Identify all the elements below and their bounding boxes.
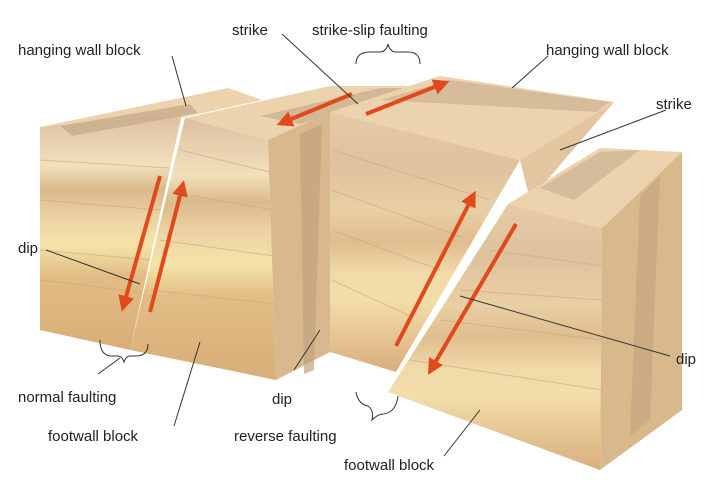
- strike-slip-left-arrow: [276, 92, 353, 127]
- footwall-right-label: footwall block: [344, 457, 435, 474]
- leader-lines: [45, 33, 671, 457]
- strike-slip-brace: [355, 43, 421, 65]
- left-footwall-side-stripe: [300, 124, 322, 374]
- left-footwall-front: [130, 118, 276, 380]
- right-footwall-side-stripe: [630, 176, 660, 436]
- right-hanging-wall-fault-face: [520, 102, 614, 200]
- reverse-fault-up-arrow: [394, 190, 476, 347]
- footwall-left-label: footwall block: [48, 428, 139, 445]
- hanging-wall-left-label: hanging wall block: [18, 42, 141, 59]
- strike-slip-right-arrow: [365, 79, 450, 116]
- strike-right-label: strike: [656, 96, 692, 113]
- dip-left-label: dip: [18, 240, 38, 257]
- left-hanging-wall-front: [40, 114, 182, 350]
- normal-fault-down-arrow: [118, 175, 162, 312]
- reverse-faulting-label: reverse faulting: [234, 428, 337, 445]
- right-footwall-block: [388, 148, 682, 470]
- left-hanging-wall-block: [40, 88, 262, 350]
- normal-faulting-label: normal faulting: [18, 389, 116, 406]
- right-hanging-wall-block: [330, 76, 614, 372]
- strike-top-label: strike: [232, 22, 268, 39]
- hanging-wall-right-label: hanging wall block: [546, 42, 669, 59]
- strata-lines: [39, 149, 603, 391]
- strike-slip-faulting-label: strike-slip faulting: [312, 22, 428, 39]
- right-footwall-top: [508, 148, 682, 228]
- motion-arrows: [118, 79, 518, 375]
- dip-center-label: dip: [272, 391, 292, 408]
- reverse-fault-down-arrow: [427, 222, 518, 375]
- dip-right-label: dip: [676, 351, 696, 368]
- right-footwall-top-stripe: [540, 150, 640, 200]
- right-footwall-front: [388, 204, 602, 470]
- right-hanging-wall-front: [330, 112, 520, 372]
- left-hanging-wall-stripe: [60, 104, 198, 136]
- normal-fault-up-arrow: [148, 180, 188, 313]
- reverse-faulting-brace: [355, 391, 399, 422]
- normal-faulting-brace: [99, 339, 149, 364]
